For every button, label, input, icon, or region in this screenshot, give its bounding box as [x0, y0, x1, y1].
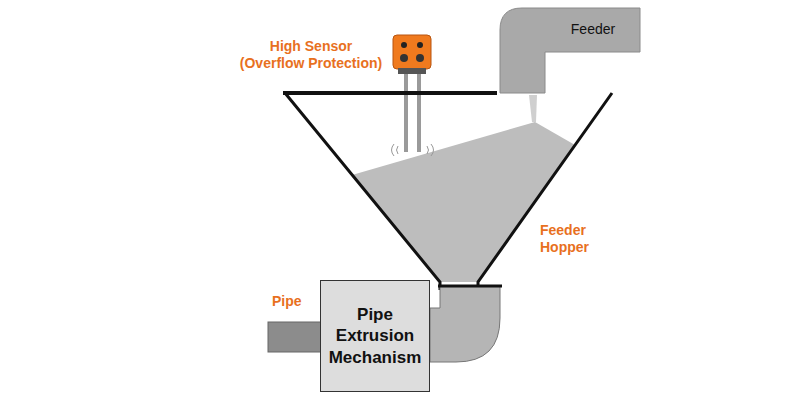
hopper-wall [285, 93, 440, 290]
pipe-stub [268, 322, 322, 352]
feeder-elbow [500, 8, 640, 93]
pipe-label: Pipe [272, 293, 332, 310]
outlet-rim [438, 285, 502, 288]
sensor-dial [416, 54, 424, 62]
node-text: Pipe Extrusion Mechanism [325, 304, 425, 368]
extrusion-box: Pipe Extrusion Mechanism [320, 280, 430, 392]
sensor-collar [398, 68, 426, 74]
sensor-dial [400, 54, 408, 62]
outlet-elbow [430, 286, 500, 362]
hopper-label: Feeder Hopper [540, 222, 610, 256]
hopper-wall [478, 93, 612, 290]
vibration-mark [392, 144, 434, 156]
sensor-led [401, 42, 407, 48]
sensor-probe [404, 68, 408, 152]
feed-stream [529, 95, 537, 122]
sensor-head [393, 35, 431, 69]
feeder-box: Feeder [548, 8, 638, 52]
sensor-probe [417, 68, 421, 152]
material-fill [352, 122, 575, 282]
hopper-lid [283, 91, 497, 95]
node-text: Feeder [571, 21, 615, 39]
sensor-label: High Sensor (Overflow Protection) [238, 38, 384, 72]
sensor-led [417, 42, 423, 48]
